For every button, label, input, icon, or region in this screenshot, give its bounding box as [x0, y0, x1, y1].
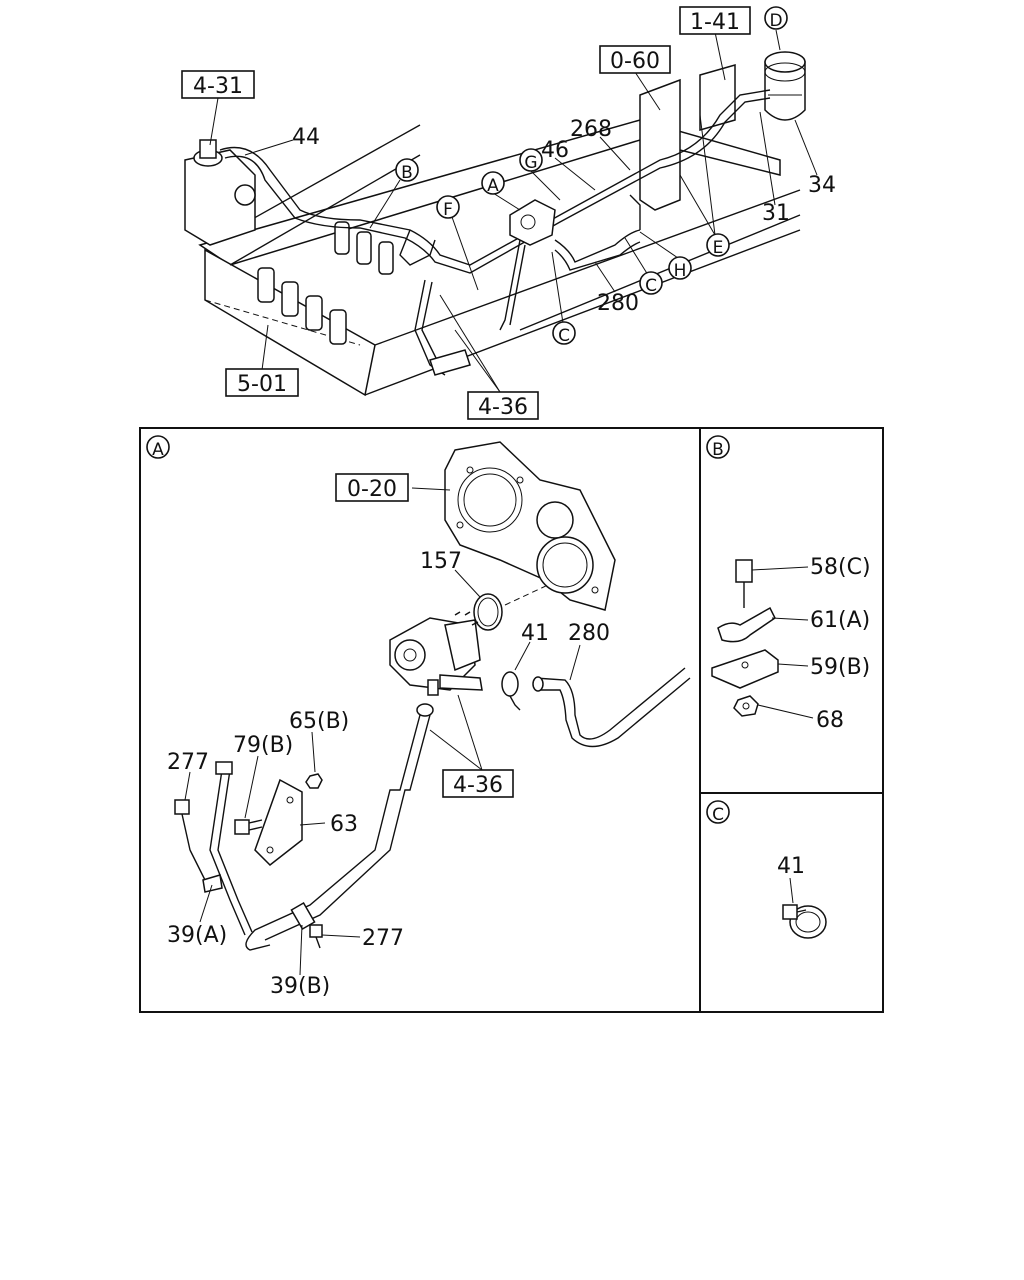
- part-number-157: 157: [420, 549, 462, 574]
- pipe-lines: [219, 89, 771, 376]
- marker-letter: H: [674, 261, 687, 281]
- marker-letter: D: [769, 11, 782, 31]
- banjo-bolt-277-upper: [174, 799, 206, 881]
- part-number-68: 68: [816, 708, 844, 733]
- marker-c-overview-upper[interactable]: C: [639, 271, 663, 296]
- part-number-59b: 59(B): [810, 655, 870, 680]
- marker-b-detail[interactable]: B: [706, 435, 730, 460]
- marker-letter: B: [712, 440, 724, 460]
- marker-f[interactable]: F: [436, 195, 460, 220]
- part-number-34: 34: [808, 173, 836, 198]
- marker-letter: C: [712, 805, 724, 825]
- nut-68: [733, 695, 759, 717]
- ref-label: 0-60: [610, 49, 660, 74]
- hose-clamp-41: [501, 671, 519, 697]
- power-steering-pump: [389, 611, 483, 696]
- bracket-63: [254, 778, 303, 866]
- ref-label: 4-31: [193, 74, 243, 99]
- ref-box-0-20[interactable]: 0-20: [335, 473, 409, 502]
- nut-65b: [305, 773, 323, 789]
- marker-letter: A: [152, 440, 164, 460]
- detail-b-panel: B 58(C) 61(A) 59(B) 68: [706, 435, 871, 733]
- detail-c-panel: C 41: [706, 800, 827, 939]
- clip-61a: [717, 606, 776, 643]
- ref-box-1-41[interactable]: 1-41: [679, 6, 751, 35]
- leader-lines-detail-b: [751, 566, 814, 719]
- leader-lines-detail-a: [184, 487, 581, 976]
- marker-letter: A: [487, 176, 499, 196]
- leader-lines-overview: [209, 29, 818, 393]
- part-number-58c: 58(C): [810, 555, 871, 580]
- part-number-41-detail-c: 41: [777, 854, 805, 879]
- ref-label: 0-20: [347, 477, 397, 502]
- marker-b-overview[interactable]: B: [395, 158, 419, 183]
- part-number-277-lower: 277: [362, 926, 404, 951]
- marker-c-overview-lower[interactable]: C: [552, 321, 576, 346]
- part-number-61a: 61(A): [810, 608, 870, 633]
- detail-panels-frame: [139, 427, 884, 1013]
- ref-label: 4-36: [453, 773, 503, 798]
- detail-a-panel: A: [146, 435, 691, 999]
- marker-a-overview[interactable]: A: [481, 171, 505, 196]
- part-number-39a: 39(A): [167, 923, 227, 948]
- part-number-46: 46: [541, 138, 569, 163]
- return-pipe: [202, 761, 253, 936]
- marker-letter: G: [524, 153, 537, 173]
- bolt-79b: [234, 819, 263, 835]
- bolt-58c: [735, 559, 753, 608]
- part-number-280-detail: 280: [568, 621, 610, 646]
- part-number-268: 268: [570, 117, 612, 142]
- ref-label: 5-01: [237, 372, 287, 397]
- marker-letter: C: [645, 276, 657, 296]
- part-number-39b: 39(B): [270, 974, 330, 999]
- upper-overview: 1-41 0-60 4-31 5-01 4-36 44 268 46 34 31…: [181, 6, 836, 420]
- ref-box-4-36-detail[interactable]: 4-36: [442, 769, 514, 798]
- chassis-frame: [198, 64, 801, 397]
- power-steering-pump-overview: [509, 199, 556, 246]
- hose-clamp-41-detail: [782, 904, 827, 939]
- ref-box-4-31[interactable]: 4-31: [181, 70, 255, 99]
- marker-e[interactable]: E: [706, 233, 730, 258]
- engine-cover-plate: [444, 441, 616, 611]
- part-number-63: 63: [330, 812, 358, 837]
- ref-box-5-01[interactable]: 5-01: [225, 368, 299, 397]
- part-number-79b: 79(B): [233, 733, 293, 758]
- part-number-277-upper: 277: [167, 750, 209, 775]
- ref-box-0-60[interactable]: 0-60: [599, 45, 671, 74]
- oil-reservoir-tank: [764, 51, 806, 121]
- ref-box-4-36-overview[interactable]: 4-36: [467, 391, 539, 420]
- bolt-277-lower: [309, 924, 323, 949]
- marker-a-detail[interactable]: A: [146, 435, 170, 460]
- marker-letter: F: [443, 200, 453, 220]
- plate-59b: [711, 649, 779, 689]
- hose-280-detail: [532, 667, 691, 748]
- pump-reservoir-left: [184, 139, 256, 246]
- ref-label: 4-36: [478, 395, 528, 420]
- part-number-65b: 65(B): [289, 709, 349, 734]
- marker-d[interactable]: D: [764, 6, 788, 31]
- marker-letter: E: [713, 238, 724, 258]
- part-number-41-detail-a: 41: [521, 621, 549, 646]
- part-number-280-overview: 280: [597, 291, 639, 316]
- marker-letter: C: [558, 326, 570, 346]
- part-number-44: 44: [292, 125, 320, 150]
- leader-line-41-detail-c: [789, 877, 794, 904]
- high-pressure-hose: [245, 703, 434, 951]
- marker-letter: B: [401, 163, 413, 183]
- hose-280-overview: [554, 194, 641, 271]
- marker-h[interactable]: H: [668, 256, 692, 281]
- ref-label: 1-41: [690, 10, 740, 35]
- part-number-31: 31: [762, 201, 790, 226]
- marker-g[interactable]: G: [519, 148, 543, 173]
- marker-c-detail[interactable]: C: [706, 800, 730, 825]
- o-ring-157: [473, 593, 503, 631]
